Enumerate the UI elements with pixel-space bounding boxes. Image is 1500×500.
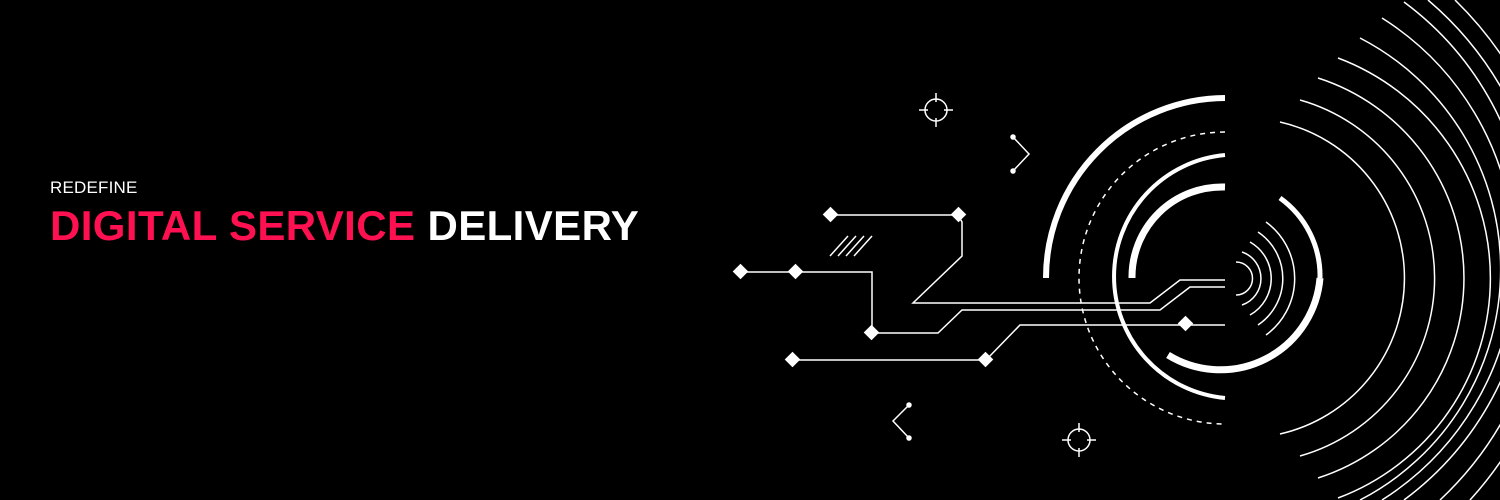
outer-arcs <box>1279 0 1500 500</box>
eyebrow-text: REDEFINE <box>50 178 138 197</box>
chevron-icon <box>891 402 912 441</box>
title-accent: DIGITAL SERVICE <box>50 202 416 249</box>
radar-rings <box>1043 95 1324 425</box>
circuit-lines <box>740 214 1225 361</box>
page-title: DIGITAL SERVICE DELIVERY <box>50 202 639 250</box>
headline-block: REDEFINE DIGITAL SERVICE DELIVERY <box>50 178 639 250</box>
title-plain: DELIVERY <box>415 202 640 249</box>
crosshair-icon <box>919 93 953 127</box>
crosshair-icon <box>1062 423 1096 457</box>
chevron-icon <box>1010 134 1031 174</box>
hatch-marks <box>829 235 873 257</box>
